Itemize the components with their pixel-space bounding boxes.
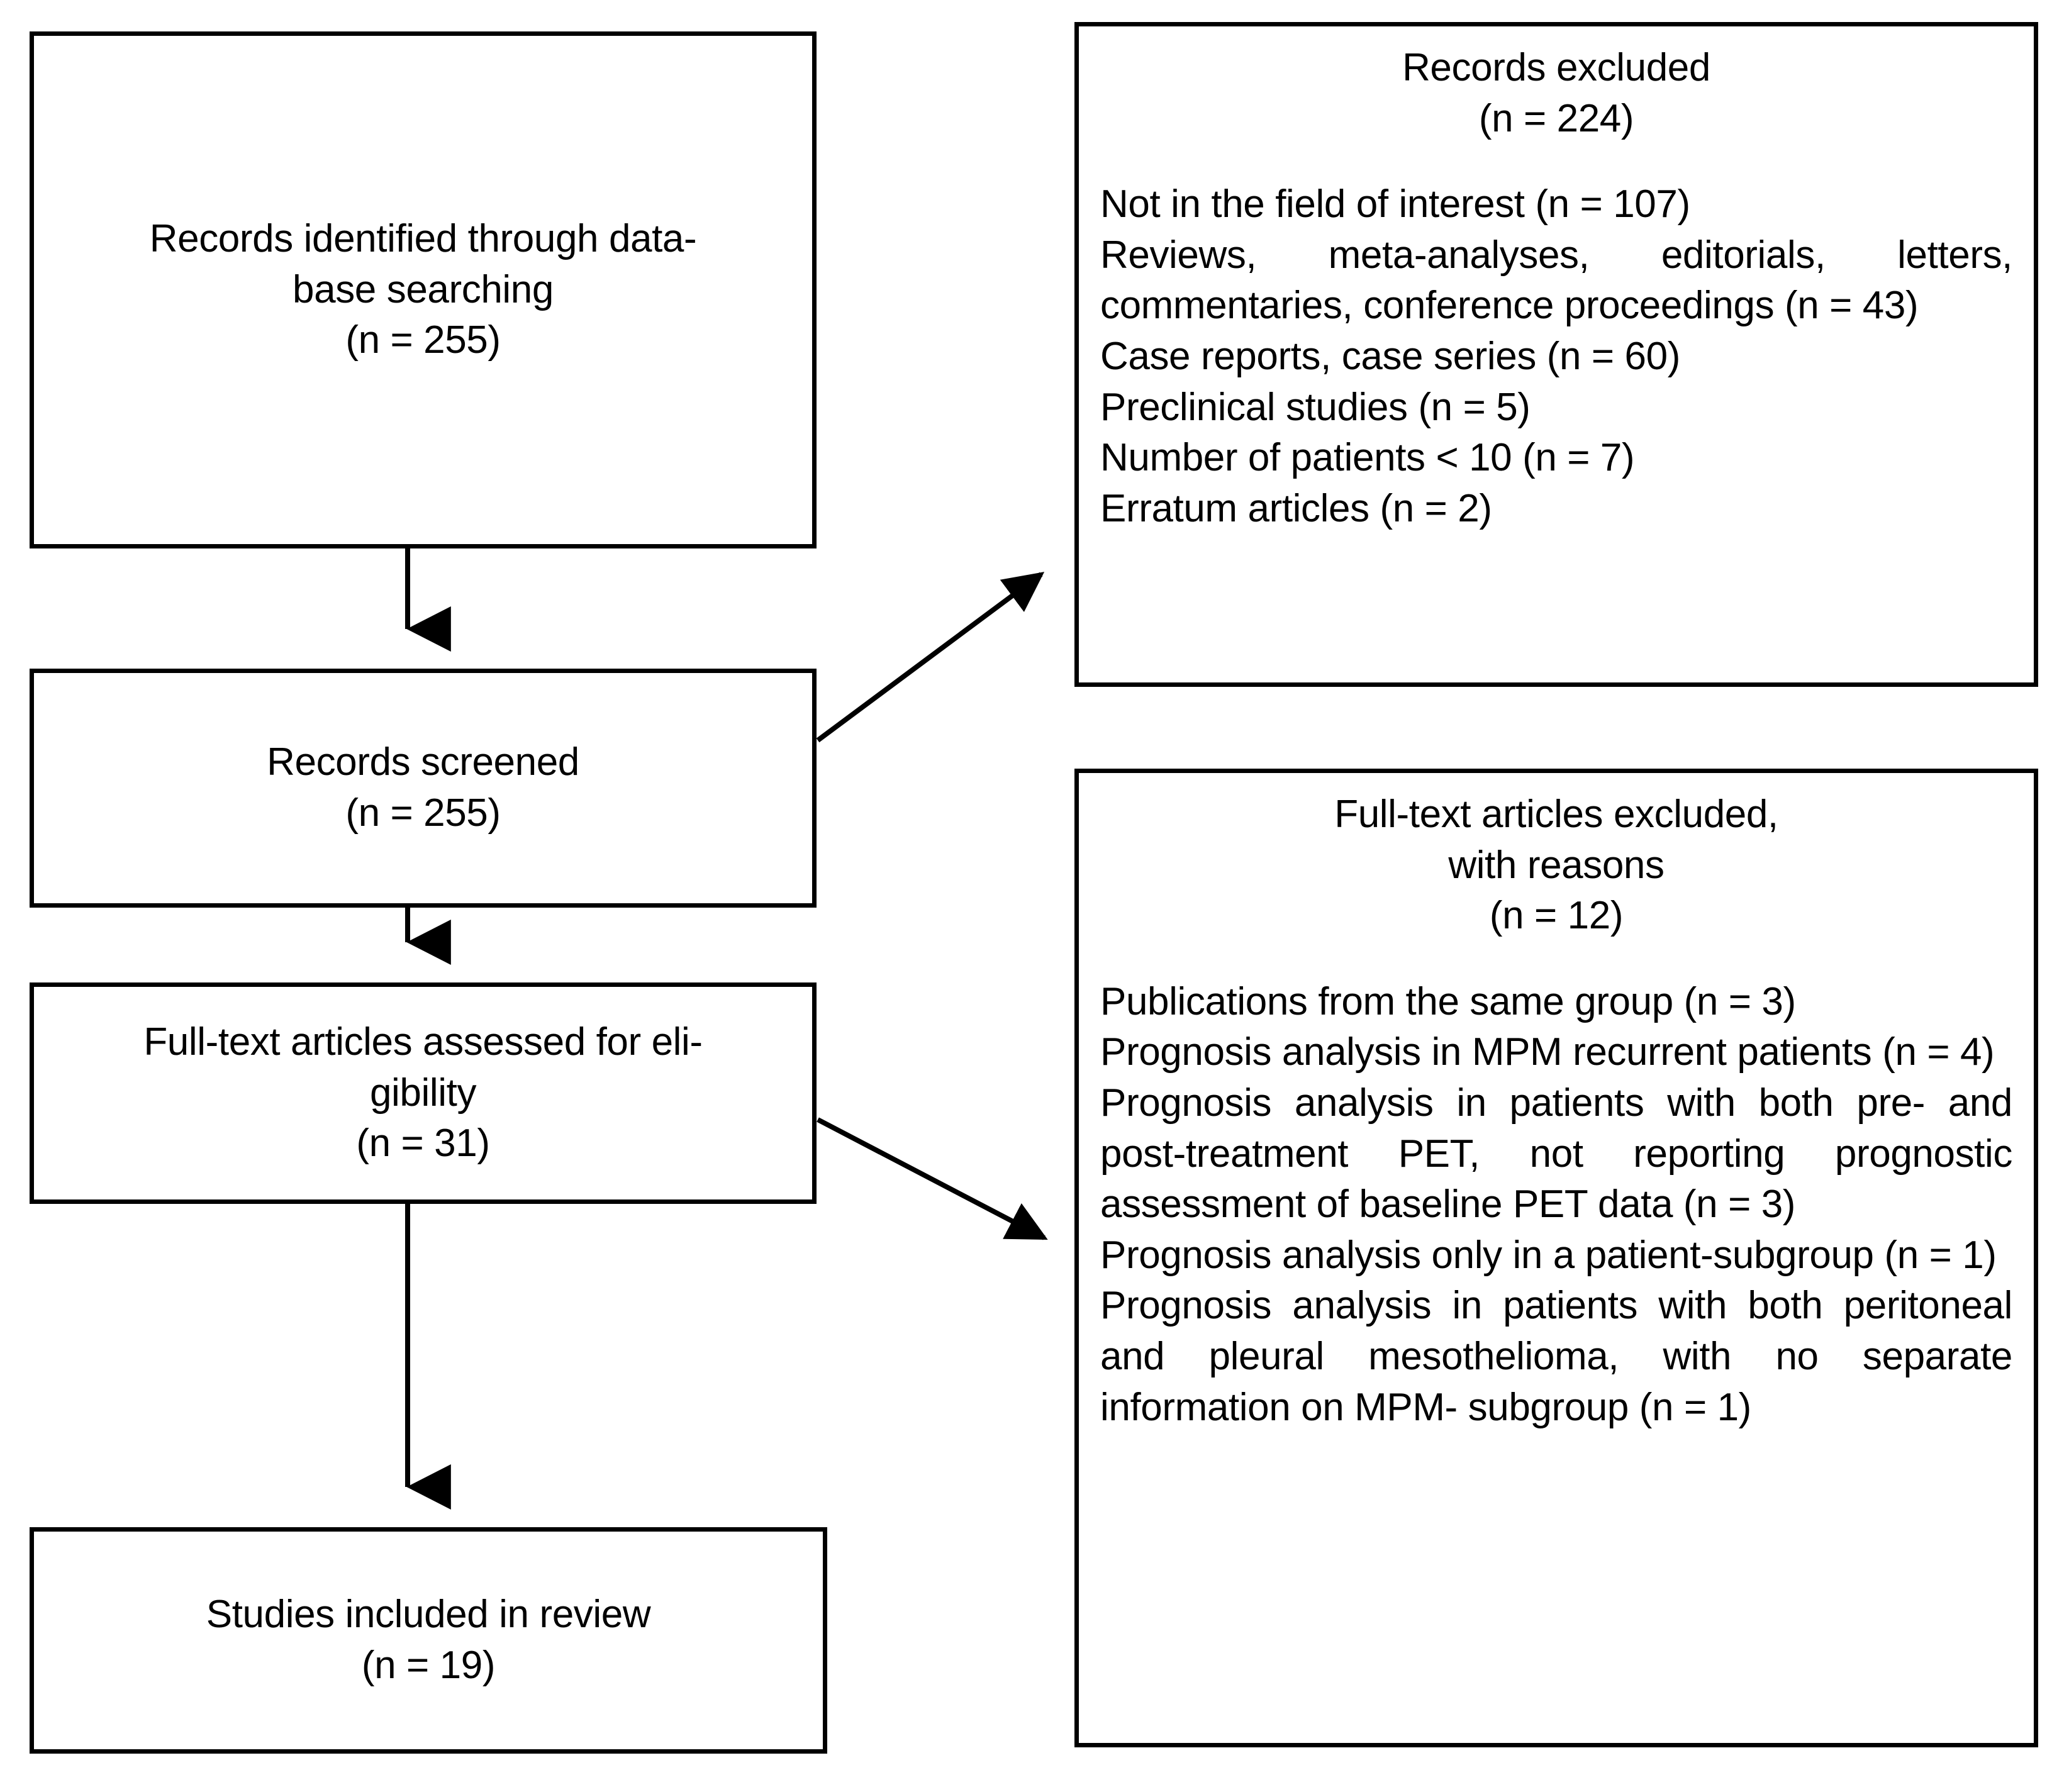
fulltext-eligibility-line-1: Full-text articles assessed for eli- <box>143 1020 703 1064</box>
fulltext-excluded-header-line-3: (n = 12) <box>1489 894 1624 938</box>
records-excluded-reason: Reviews, meta-analyses, editorials, lett… <box>1100 233 2012 328</box>
records-excluded-reason: Not in the field of interest (n = 107) <box>1100 182 1690 226</box>
records-excluded-header-line-1: Records excluded <box>1402 46 1710 89</box>
fulltext-excluded-reason: Publications from the same group (n = 3) <box>1100 979 1796 1023</box>
records-excluded-reason: Erratum articles (n = 2) <box>1100 486 1492 530</box>
records-screened-line-2: (n = 255) <box>345 791 501 835</box>
fulltext-eligibility-line-2: gibility <box>369 1071 477 1115</box>
fulltext-excluded-header: Full-text articles excluded, with reason… <box>1100 789 2012 942</box>
records-screened-line-1: Records screened <box>267 740 579 784</box>
fulltext-excluded-header-line-1: Full-text articles excluded, <box>1334 793 1778 836</box>
records-excluded-header: Records excluded (n = 224) <box>1100 43 2012 144</box>
records-excluded-header-line-2: (n = 224) <box>1478 96 1634 140</box>
arrow-eligibility-to-fulltext-excluded <box>817 1117 1048 1240</box>
box-records-screened: Records screened (n = 255) <box>30 669 817 908</box>
records-screened-text: Records screened (n = 255) <box>34 737 812 838</box>
fulltext-eligibility-line-3: (n = 31) <box>356 1121 490 1166</box>
panel-fulltext-excluded: Full-text articles excluded, with reason… <box>1074 769 2038 1747</box>
box-studies-included: Studies included in review (n = 19) <box>30 1527 827 1754</box>
records-identified-line-2: base searching <box>293 267 554 311</box>
records-excluded-spacer <box>1100 144 2012 179</box>
studies-included-line-2: (n = 19) <box>361 1644 496 1687</box>
arrow-screened-to-records-excluded <box>816 572 1045 743</box>
studies-included-text: Studies included in review (n = 19) <box>34 1589 823 1691</box>
fulltext-excluded-reason: Prognosis analysis only in a patient-sub… <box>1100 1233 1997 1277</box>
records-identified-line-1: Records identified through data- <box>149 217 697 261</box>
fulltext-excluded-reason: Prognosis analysis in patients with both… <box>1100 1284 2012 1429</box>
records-identified-text: Records identified through data- base se… <box>34 214 812 366</box>
fulltext-excluded-reason: Prognosis analysis in MPM recurrent pati… <box>1100 1030 1995 1074</box>
fulltext-excluded-reason: Prognosis analysis in patients with both… <box>1100 1081 2012 1227</box>
fulltext-eligibility-text: Full-text articles assessed for eli- gib… <box>34 1017 812 1169</box>
records-excluded-reason-list: Not in the field of interest (n = 107) R… <box>1100 179 2012 534</box>
fulltext-excluded-header-line-2: with reasons <box>1448 843 1665 887</box>
records-excluded-reason: Case reports, case series (n = 60) <box>1100 334 1680 378</box>
studies-included-line-1: Studies included in review <box>206 1593 651 1637</box>
box-fulltext-eligibility: Full-text articles assessed for eli- gib… <box>30 982 817 1204</box>
records-excluded-reason: Preclinical studies (n = 5) <box>1100 385 1531 429</box>
box-records-identified: Records identified through data- base se… <box>30 31 817 548</box>
records-excluded-reason: Number of patients < 10 (n = 7) <box>1100 436 1635 480</box>
records-identified-line-3: (n = 255) <box>345 318 501 362</box>
fulltext-excluded-reason-list: Publications from the same group (n = 3)… <box>1100 977 2012 1433</box>
fulltext-excluded-spacer <box>1100 942 2012 977</box>
panel-records-excluded: Records excluded (n = 224) Not in the fi… <box>1074 22 2038 687</box>
